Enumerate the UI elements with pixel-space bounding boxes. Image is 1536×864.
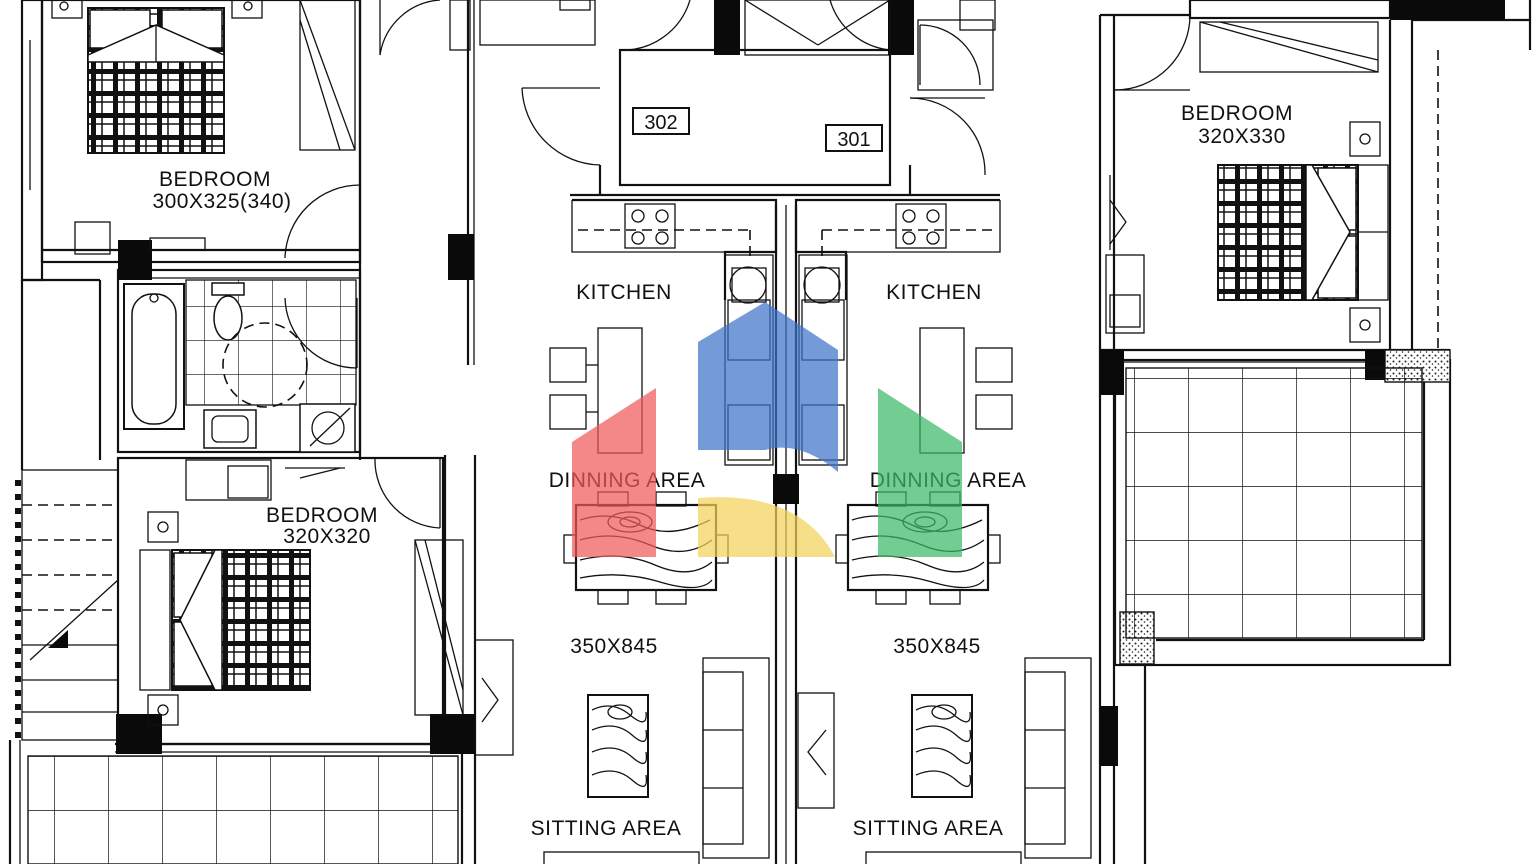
unit-number-301: 301 (825, 124, 883, 152)
logo-red-shape (572, 388, 656, 557)
bathroom (123, 279, 357, 453)
bedroom-mid-left-name: BEDROOM (266, 504, 378, 527)
walls (8, 0, 1532, 864)
watermark-logo (572, 302, 962, 557)
bedroom-top-left-name: BEDROOM (159, 168, 271, 191)
logo-green-shape (878, 388, 962, 557)
unit-number-302: 302 (632, 107, 690, 135)
balcony-right (1125, 367, 1423, 639)
staircase (15, 469, 119, 741)
bedroom-top-left-size: 300X325(340) (152, 190, 291, 213)
logo-yellow-shape (698, 497, 835, 557)
top-fixtures (449, 0, 996, 91)
sitting-right-name: SITTING AREA (853, 817, 1004, 840)
svg-text:302: 302 (644, 112, 677, 134)
bedroom-mid-left-size: 320X320 (283, 525, 371, 548)
bedroom-right: BEDROOM 320X330 (1105, 21, 1389, 343)
kitchen-right-name: KITCHEN (886, 281, 982, 304)
sitting-right: SITTING AREA (797, 657, 1092, 864)
size-left: 350X845 (570, 635, 658, 658)
logo-blue-shape (698, 302, 838, 472)
svg-text:301: 301 (837, 129, 870, 151)
bedroom-right-size: 320X330 (1198, 125, 1286, 148)
sitting-left-name: SITTING AREA (531, 817, 682, 840)
bedroom-right-name: BEDROOM (1181, 102, 1293, 125)
bedroom-mid-left: BEDROOM 320X320 (139, 459, 464, 726)
kitchen-left-name: KITCHEN (576, 281, 672, 304)
sitting-left: SITTING AREA (531, 657, 770, 864)
door-swings (284, 0, 1191, 529)
size-right: 350X845 (893, 635, 981, 658)
balcony-left (27, 755, 459, 864)
bedroom-top-left: BEDROOM 300X325(340) (51, 0, 356, 255)
